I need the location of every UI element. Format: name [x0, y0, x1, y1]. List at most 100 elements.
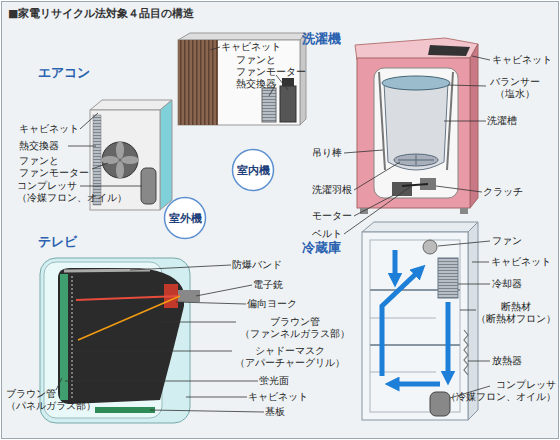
unit-circle: 室外機: [163, 196, 207, 240]
part-label: 洗濯槽: [487, 115, 517, 127]
outdoor-fan: [102, 142, 138, 178]
washer-belt: [402, 184, 428, 186]
part-label: キャビネット: [221, 41, 281, 53]
indoor-fan: [280, 86, 296, 122]
washer-cabinet: [357, 58, 470, 208]
indoor-top: [178, 33, 306, 40]
part-label: 洗濯羽根: [312, 184, 352, 196]
leader-line: [276, 75, 288, 90]
section-heading: テレビ: [38, 234, 77, 249]
washer-side: [470, 44, 478, 208]
indoor-heat-exchanger: [262, 88, 276, 122]
outdoor-side: [160, 100, 172, 210]
leader-line: [176, 302, 246, 304]
fridge-fan: [423, 240, 437, 254]
part-label: モーター: [312, 210, 352, 222]
part-label: ファン: [492, 235, 522, 247]
pulsator-blade: [416, 155, 417, 165]
leader-line: [472, 56, 490, 60]
implosion-band: [64, 270, 150, 271]
leader-line: [160, 322, 236, 323]
part-label: ベルト: [312, 228, 342, 240]
fan-blade: [101, 156, 119, 164]
part-label: キャビネット: [492, 54, 552, 66]
fan-blade: [116, 161, 124, 179]
crt-funnel: [58, 268, 184, 404]
part-label: 吊り棒: [312, 147, 342, 159]
washer-control-panel: [428, 45, 470, 56]
part-label: 熱交換器: [236, 78, 276, 90]
unit-label: 室外機: [163, 196, 207, 240]
leader-line: [468, 361, 490, 362]
outdoor-compressor: [141, 168, 156, 204]
part-label: 冷却器: [492, 278, 522, 290]
part-label: コンプレッサ （冷媒フロン、オイル）: [17, 180, 133, 204]
part-label: 熱交換器: [19, 140, 59, 152]
part-label: 蛍光面: [259, 375, 289, 387]
balancer: [382, 76, 450, 90]
leader-line: [472, 262, 489, 263]
indoor-side: [300, 33, 306, 125]
shadow-mask: [71, 276, 73, 398]
fan-blade: [116, 141, 124, 159]
part-label: ブラウン管 （ファンネルガラス部）: [237, 316, 353, 340]
leader-line: [56, 378, 62, 390]
leader-line: [210, 47, 220, 50]
section-heading: エアコン: [38, 65, 90, 80]
part-label: キャビネット: [19, 123, 79, 135]
leader-line: [438, 241, 490, 246]
leader-line: [458, 284, 490, 285]
washer-top: [355, 38, 478, 60]
indoor-grille: [178, 40, 218, 125]
section-heading: 冷蔵庫: [302, 240, 341, 255]
part-label: 基板: [265, 406, 285, 418]
leader-line: [65, 381, 258, 382]
airflow-arrow: [446, 302, 451, 378]
part-label: キャビネット: [248, 391, 308, 403]
fridge-top: [362, 222, 478, 232]
leader-line: [130, 265, 231, 270]
part-label: コンプレッサ （冷媒フロン、オイル）: [440, 379, 556, 403]
outdoor-top: [90, 100, 172, 110]
diagram-title: ■家電リサイクル法対象４品目の構造: [8, 7, 194, 20]
part-label: ファンと ファンモーター: [19, 155, 93, 179]
unit-circle: 室内機: [231, 148, 275, 192]
leader-line: [80, 186, 142, 187]
wash-tub: [384, 82, 448, 170]
part-label: ブラウン管 （パネルガラス部）: [6, 388, 102, 412]
airflow-arrow: [392, 382, 440, 387]
leader-line: [460, 310, 476, 311]
leader-line: [444, 121, 486, 122]
washer-foot: [460, 208, 468, 214]
pulsator: [394, 154, 438, 166]
fridge-insulation: [370, 240, 460, 412]
leader-line: [448, 85, 486, 86]
part-label: キャビネット: [491, 256, 551, 268]
airflow-arrow: [382, 270, 420, 376]
leader-line: [68, 146, 96, 147]
part-label: シャドーマスク （アパーチャーグリル）: [232, 345, 348, 369]
electron-beam: [78, 296, 180, 340]
fridge-cooler: [438, 258, 458, 298]
outdoor-heat-exchanger: [93, 115, 101, 205]
part-label: クラッチ: [483, 186, 523, 198]
leader-line: [92, 163, 108, 169]
fridge-radiator: [464, 330, 468, 375]
part-label: 偏向ヨーク: [247, 298, 297, 310]
washer-cutaway: [374, 68, 458, 198]
tv-cabinet: [40, 258, 190, 423]
leader-line: [72, 351, 232, 352]
leader-line: [344, 150, 383, 153]
part-label: 電子銃: [253, 279, 283, 291]
electron-beam: [76, 296, 180, 300]
part-label: 放熱器: [492, 355, 522, 367]
leader-line: [150, 410, 264, 412]
unit-label: 室内機: [231, 148, 275, 192]
part-label: 断熱材 （断熱材フロン）: [474, 301, 558, 325]
leader-line: [186, 397, 247, 398]
indoor-cabinet: [178, 40, 300, 125]
leader-line: [436, 186, 482, 192]
part-label: バランサー （塩水）: [487, 76, 543, 100]
circuit-board: [95, 407, 155, 413]
